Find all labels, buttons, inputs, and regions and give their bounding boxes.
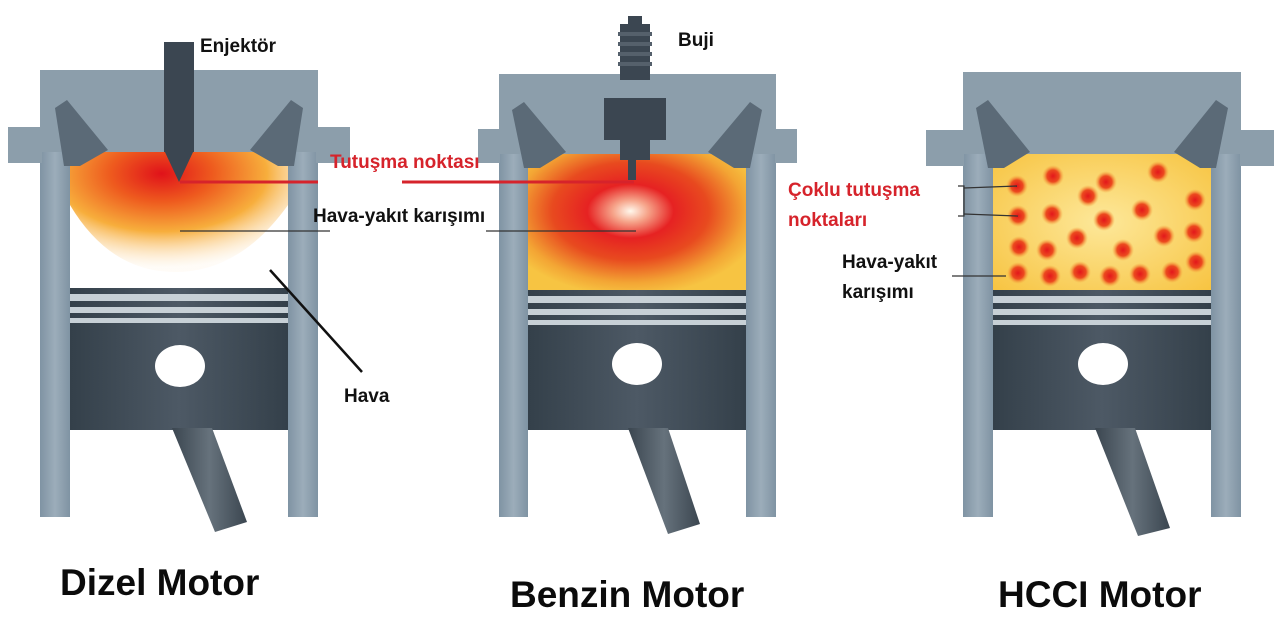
connecting-rod: [628, 428, 700, 534]
piston-pin-hole: [155, 345, 205, 387]
connecting-rod: [1095, 428, 1170, 536]
exhaust-valve: [708, 102, 762, 168]
cylinder-wall-right: [746, 154, 776, 517]
hcci-engine-icon: [926, 72, 1274, 536]
multiple-ignition-label-line2: noktaları: [788, 210, 868, 231]
intake-valve: [976, 100, 1030, 168]
multiple-ignition-label-line1: Çoklu tutuşma: [788, 180, 920, 201]
leader-lines: [180, 180, 1019, 373]
gasoline-engine-icon: [478, 16, 797, 534]
injector-label: Enjektör: [200, 36, 277, 57]
gasoline-engine-title: Benzin Motor: [510, 574, 745, 615]
hcci-air-fuel-label-line1: Hava-yakıt: [842, 252, 938, 273]
injector-icon: [164, 42, 194, 152]
cylinder-wall-left: [40, 152, 70, 517]
air-fuel-mixture-label: Hava-yakıt karışımı: [313, 206, 486, 227]
diesel-engine-icon: [8, 42, 350, 532]
exhaust-valve: [250, 100, 303, 166]
air-label: Hava: [344, 386, 390, 407]
ignition-points: [1006, 161, 1207, 287]
ignition-point-label: Tutuşma noktası: [330, 152, 480, 173]
spark-plug-icon: [590, 16, 680, 180]
cylinder-wall-right: [288, 152, 318, 517]
hcci-air-fuel-label-line2: karışımı: [842, 282, 914, 303]
diesel-engine-title: Dizel Motor: [60, 562, 260, 603]
cylinder-wall-right: [1211, 154, 1241, 517]
piston-pin-hole: [1078, 343, 1128, 385]
cylinder-wall-left: [499, 154, 528, 517]
intake-valve: [512, 102, 566, 168]
intake-valve: [55, 100, 108, 166]
spark-plug-label: Buji: [678, 30, 714, 51]
hcci-engine-title: HCCI Motor: [998, 574, 1202, 615]
cylinder-wall-left: [963, 154, 993, 517]
connecting-rod: [172, 428, 247, 532]
piston-pin-hole: [612, 343, 662, 385]
gasoline-flame: [528, 154, 746, 290]
exhaust-valve: [1174, 100, 1228, 168]
